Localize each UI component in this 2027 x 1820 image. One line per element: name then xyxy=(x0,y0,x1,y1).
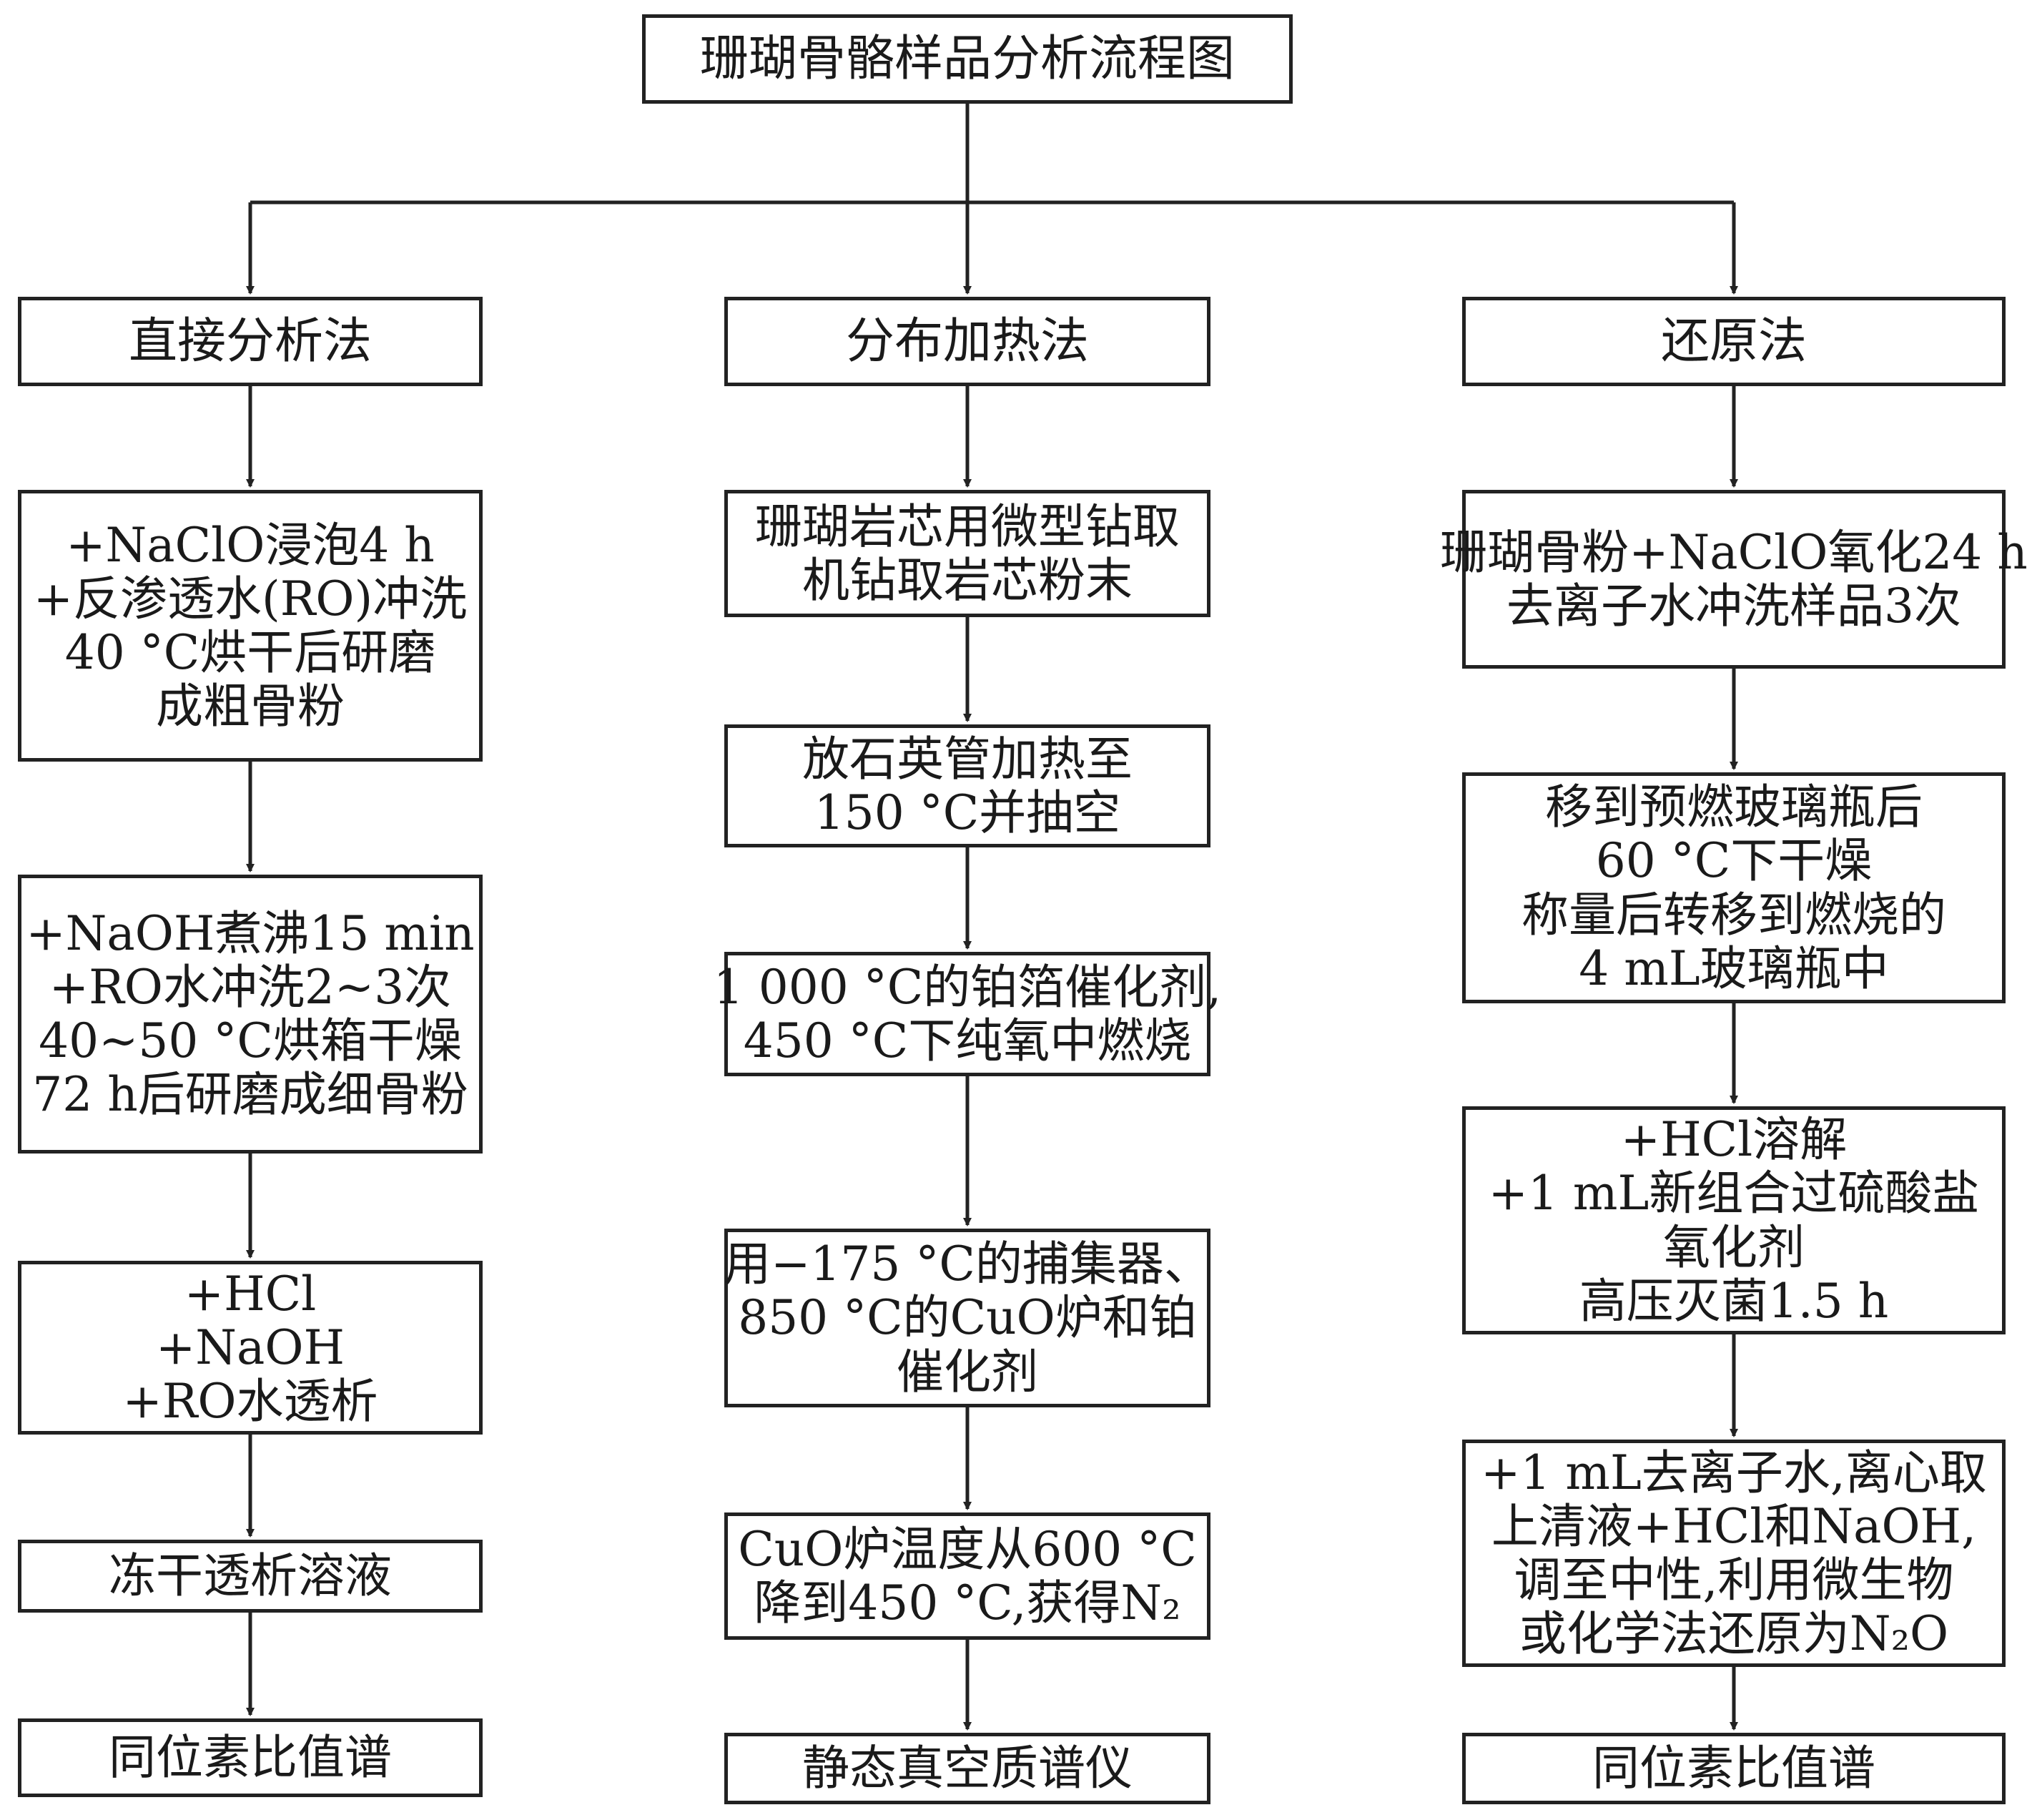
step-line: 850 °C的CuO炉和铂 xyxy=(738,1290,1197,1346)
step-box-reduction-2: 移到预燃玻璃瓶后 60 °C下干燥 称量后转移到燃烧的 4 mL玻璃瓶中 xyxy=(1462,772,2006,1003)
step-box-heating-6: 静态真空质谱仪 xyxy=(724,1733,1210,1804)
step-box-heating-1: 珊瑚岩芯用微型钻取 机钻取岩芯粉末 xyxy=(724,490,1210,617)
step-box-heating-2: 放石英管加热至 150 °C并抽空 xyxy=(724,724,1210,847)
step-line: +1 mL去离子水,离心取 xyxy=(1481,1445,1987,1500)
header-label: 直接分析法 xyxy=(128,313,372,370)
step-line: 去离子水冲洗样品3次 xyxy=(1506,579,1961,634)
step-box-heating-4: 用−175 °C的捕集器、 850 °C的CuO炉和铂 催化剂 xyxy=(724,1229,1211,1407)
step-line: 用−175 °C的捕集器、 xyxy=(724,1236,1211,1292)
step-line: 40~50 °C烘箱干燥 xyxy=(39,1013,462,1068)
step-line: +HCl溶解 xyxy=(1620,1112,1848,1168)
step-line: 1 000 °C的铂箔催化剂, xyxy=(713,959,1222,1015)
header-stepwise-heating: 分布加热法 xyxy=(724,297,1210,386)
step-box-reduction-4: +1 mL去离子水,离心取 上清液+HCl和NaOH, 调至中性,利用微生物 或… xyxy=(1462,1440,2006,1667)
step-line: 调至中性,利用微生物 xyxy=(1514,1553,1954,1608)
step-line: 同位素比值谱 xyxy=(109,1730,392,1786)
step-box-reduction-3: +HCl溶解 +1 mL新组合过硫酸盐 氧化剂 高压灭菌1.5 h xyxy=(1462,1106,2006,1334)
step-line: 40 °C烘干后研磨 xyxy=(64,625,436,680)
step-line: 称量后转移到燃烧的 xyxy=(1522,887,1946,943)
step-line: 高压灭菌1.5 h xyxy=(1579,1273,1889,1329)
header-direct-analysis: 直接分析法 xyxy=(18,297,483,386)
step-line: +RO水冲洗2~3次 xyxy=(49,959,452,1015)
step-line: +1 mL新组合过硫酸盐 xyxy=(1488,1166,1980,1221)
step-line: +HCl xyxy=(184,1266,317,1322)
step-line: +NaOH xyxy=(155,1319,345,1375)
step-line: 放石英管加热至 xyxy=(802,731,1133,787)
step-box-direct-1: +NaClO浸泡4 h +反渗透水(RO)冲洗 40 °C烘干后研磨 成粗骨粉 xyxy=(18,490,483,762)
step-box-direct-5: 同位素比值谱 xyxy=(18,1718,483,1797)
step-box-direct-3: +HCl +NaOH +RO水透析 xyxy=(18,1261,483,1435)
step-line: 4 mL玻璃瓶中 xyxy=(1579,940,1889,996)
title-box: 珊瑚骨骼样品分析流程图 xyxy=(642,14,1293,104)
step-line: 60 °C下干燥 xyxy=(1595,833,1873,889)
step-line: 珊瑚岩芯用微型钻取 xyxy=(755,498,1180,554)
header-label: 分布加热法 xyxy=(845,313,1089,370)
step-line: 150 °C并抽空 xyxy=(814,785,1121,840)
step-box-reduction-1: 珊瑚骨粉+NaClO氧化24 h 去离子水冲洗样品3次 xyxy=(1440,490,2027,669)
step-line: 机钻取岩芯粉末 xyxy=(802,553,1133,608)
step-line: +NaClO浸泡4 h xyxy=(66,517,435,573)
header-reduction: 还原法 xyxy=(1462,297,2006,386)
title-text: 珊瑚骨骼样品分析流程图 xyxy=(699,30,1235,87)
step-line: CuO炉温度从600 °C xyxy=(738,1521,1197,1577)
step-line: +NaOH煮沸15 min xyxy=(26,905,475,961)
step-box-reduction-5: 同位素比值谱 xyxy=(1462,1733,2006,1804)
step-box-heating-5: CuO炉温度从600 °C 降到450 °C,获得N₂ xyxy=(724,1512,1210,1640)
header-label: 还原法 xyxy=(1660,313,1807,370)
step-box-direct-4: 冻干透析溶液 xyxy=(18,1540,483,1613)
step-line: 珊瑚骨粉+NaClO氧化24 h xyxy=(1440,524,2027,580)
step-line: 450 °C下纯氧中燃烧 xyxy=(743,1013,1192,1068)
step-line: 催化剂 xyxy=(897,1344,1038,1400)
step-line: 72 h后研磨成细骨粉 xyxy=(32,1067,468,1123)
step-line: 静态真空质谱仪 xyxy=(802,1741,1133,1796)
step-line: 氧化剂 xyxy=(1663,1219,1805,1275)
step-line: 同位素比值谱 xyxy=(1592,1741,1875,1796)
step-box-direct-2: +NaOH煮沸15 min +RO水冲洗2~3次 40~50 °C烘箱干燥 72… xyxy=(18,875,483,1154)
step-line: 冻干透析溶液 xyxy=(109,1548,392,1604)
step-line: 或化学法还原为N₂O xyxy=(1519,1606,1949,1662)
step-line: 成粗骨粉 xyxy=(156,679,345,734)
step-line: +反渗透水(RO)冲洗 xyxy=(33,571,468,626)
step-line: 上清液+HCl和NaOH, xyxy=(1491,1498,1977,1554)
step-box-heating-3: 1 000 °C的铂箔催化剂, 450 °C下纯氧中燃烧 xyxy=(714,952,1221,1076)
step-line: +RO水透析 xyxy=(122,1374,378,1430)
step-line: 降到450 °C,获得N₂ xyxy=(754,1575,1181,1630)
step-line: 移到预燃玻璃瓶后 xyxy=(1545,779,1923,835)
